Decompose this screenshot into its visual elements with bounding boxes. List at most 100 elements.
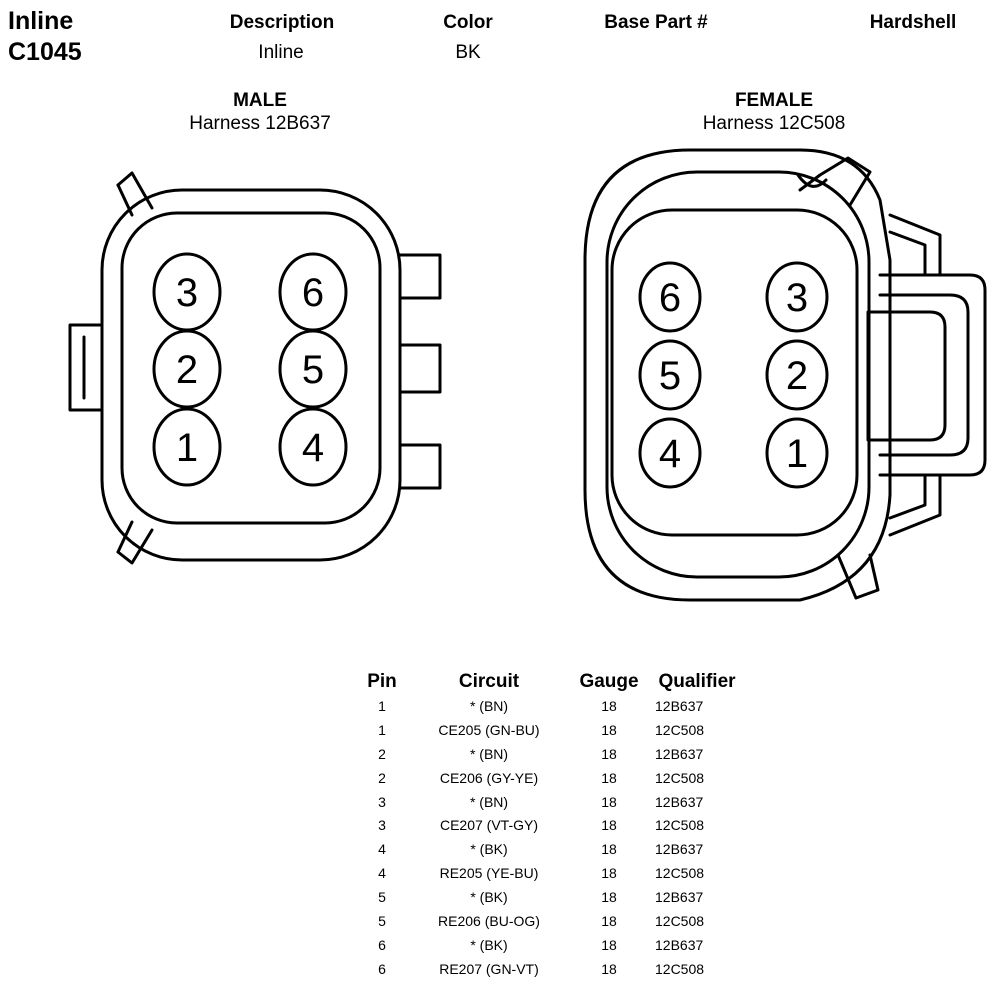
male-pin-4-circle xyxy=(278,407,348,487)
pin-cell: 4 xyxy=(378,841,386,858)
qualifier-cell: 12C508 xyxy=(655,769,705,786)
connector-id: C1045 xyxy=(8,38,82,66)
male-pin-label: 5 xyxy=(302,348,324,392)
table-row: 1 CE205 (GN-BU) 18 12C508 xyxy=(355,718,745,742)
female-inner-face xyxy=(610,208,859,537)
female-rib-bottom xyxy=(888,473,942,537)
female-pin-4-circle xyxy=(638,417,702,489)
circuit-cell: * (BK) xyxy=(470,889,508,906)
gauge-cell: 18 xyxy=(601,745,617,762)
male-inner-face xyxy=(120,211,382,525)
pin-cell: 1 xyxy=(378,721,386,738)
qualifier-cell: 12B637 xyxy=(655,889,704,906)
table-row: 4 * (BK) 18 12B637 xyxy=(355,837,745,861)
gauge-column-header: Gauge xyxy=(579,671,639,692)
male-right-tab-bottom xyxy=(398,443,442,490)
table-header-row: Pin Circuit Gauge Qualifier xyxy=(355,670,745,694)
female-pin-2-circle xyxy=(765,339,829,411)
base-part-label: Base Part # xyxy=(604,12,708,33)
connector-diagram: 3 6 2 5 1 4 6 3 5 2 4 1 xyxy=(68,148,987,602)
female-title: FEMALE xyxy=(734,90,814,111)
male-right-tab-mid xyxy=(398,343,442,394)
gauge-cell: 18 xyxy=(601,841,617,858)
connector-type: Inline xyxy=(8,7,74,35)
gauge-cell: 18 xyxy=(601,769,617,786)
female-latch-inner xyxy=(878,293,970,457)
female-rib-top2 xyxy=(888,230,927,277)
pin-cell: 2 xyxy=(378,769,386,786)
pin-cell: 4 xyxy=(378,865,386,882)
female-pin-label: 3 xyxy=(786,276,808,320)
circuit-cell: * (BN) xyxy=(469,697,509,714)
female-pin-6-circle xyxy=(638,261,702,333)
female-pin-label: 5 xyxy=(659,354,681,398)
circuit-column-header: Circuit xyxy=(458,671,520,692)
female-ear-top xyxy=(798,156,872,207)
gauge-cell: 18 xyxy=(601,793,617,810)
qualifier-cell: 12B637 xyxy=(655,841,704,858)
male-pin-label: 4 xyxy=(302,426,324,470)
hardshell-label: Hardshell xyxy=(869,12,957,33)
pin-cell: 6 xyxy=(378,936,386,953)
gauge-cell: 18 xyxy=(601,960,617,977)
male-outer-housing xyxy=(100,188,402,562)
circuit-cell: RE205 (YE-BU) xyxy=(439,865,539,882)
male-pin-2-circle xyxy=(152,329,222,409)
circuit-cell: CE205 (GN-BU) xyxy=(438,721,540,738)
pin-column-header: Pin xyxy=(367,671,397,692)
male-pin-5-circle xyxy=(278,329,348,409)
qualifier-cell: 12C508 xyxy=(655,912,705,929)
female-ear-bottom xyxy=(836,553,880,600)
gauge-cell: 18 xyxy=(601,817,617,834)
female-rib-bottom2 xyxy=(888,473,927,520)
circuit-cell: CE207 (VT-GY) xyxy=(439,817,539,834)
color-value: BK xyxy=(455,42,481,63)
male-pin-label: 6 xyxy=(302,271,324,315)
male-right-tab-top xyxy=(398,253,442,300)
qualifier-cell: 12C508 xyxy=(655,721,705,738)
circuit-cell: * (BN) xyxy=(469,745,509,762)
qualifier-cell: 12B637 xyxy=(655,745,704,762)
gauge-cell: 18 xyxy=(601,721,617,738)
pin-cell: 3 xyxy=(378,793,386,810)
qualifier-column-header: Qualifier xyxy=(658,671,736,692)
description-value: Inline xyxy=(258,42,304,63)
female-pin-3-circle xyxy=(765,261,829,333)
pin-cell: 3 xyxy=(378,817,386,834)
female-outer-housing xyxy=(583,148,892,602)
male-pin-label: 1 xyxy=(176,426,198,470)
male-pin-label: 3 xyxy=(176,271,198,315)
female-pin-label: 1 xyxy=(786,432,808,476)
female-pin-label: 4 xyxy=(659,432,681,476)
male-harness: Harness 12B637 xyxy=(189,113,331,134)
male-pin-circles xyxy=(152,252,348,487)
female-rib-top xyxy=(888,213,942,277)
color-label: Color xyxy=(443,12,493,33)
male-ear-bottom xyxy=(116,528,154,565)
male-connector xyxy=(68,171,442,565)
female-latch-outer xyxy=(878,273,987,477)
gauge-cell: 18 xyxy=(601,865,617,882)
pin-cell: 1 xyxy=(378,697,386,714)
male-ear-top xyxy=(116,171,154,210)
description-label: Description xyxy=(229,12,335,33)
qualifier-cell: 12C508 xyxy=(655,960,705,977)
table-row: 2 CE206 (GY-YE) 18 12C508 xyxy=(355,766,745,790)
circuit-cell: * (BN) xyxy=(469,793,509,810)
gauge-cell: 18 xyxy=(601,912,617,929)
female-pin-5-circle xyxy=(638,339,702,411)
circuit-cell: CE206 (GY-YE) xyxy=(439,769,539,786)
female-mid-outline xyxy=(605,170,871,579)
female-pin-label: 6 xyxy=(659,276,681,320)
female-harness: Harness 12C508 xyxy=(702,113,846,134)
circuit-cell: * (BK) xyxy=(470,841,508,858)
male-left-latch xyxy=(68,323,104,412)
male-pin-label: 2 xyxy=(176,348,198,392)
pin-table: Pin Circuit Gauge Qualifier 1 * (BN) 18 12B… xyxy=(355,670,745,981)
